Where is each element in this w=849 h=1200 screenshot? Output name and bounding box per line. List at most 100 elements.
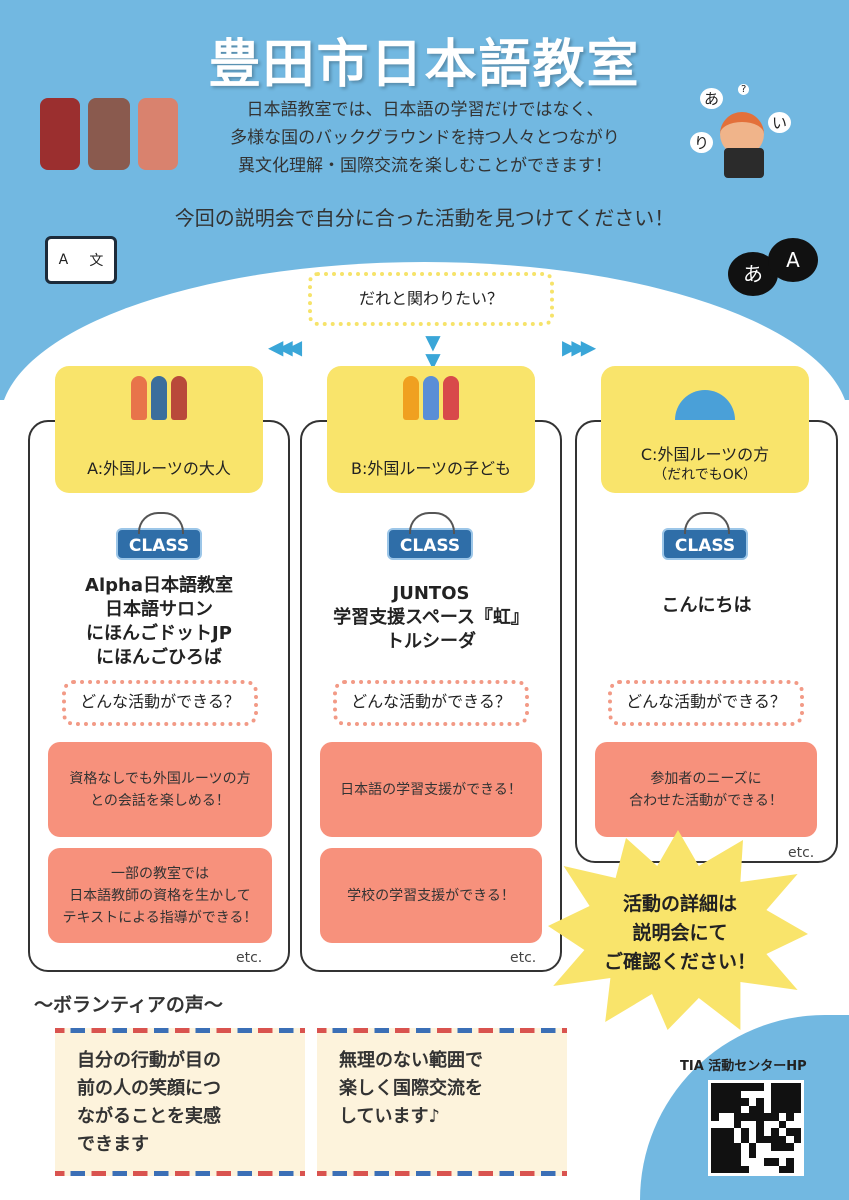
- qr-module: [778, 1098, 786, 1106]
- activity-question: どんな活動ができる？: [62, 680, 258, 726]
- qr-module: [733, 1083, 741, 1091]
- qr-module: [741, 1113, 749, 1121]
- qr-module: [786, 1158, 794, 1166]
- qr-module: [733, 1120, 741, 1128]
- qr-module: [786, 1165, 794, 1173]
- qr-module: [771, 1135, 779, 1143]
- qr-module: [786, 1098, 794, 1106]
- class-sign: CLASS: [662, 512, 748, 560]
- qr-module: [711, 1120, 719, 1128]
- qr-module: [748, 1098, 756, 1106]
- column-c-title-line: C:外国ルーツの方: [640, 445, 770, 464]
- intro-text: 日本語教室では、日本語の学習だけではなく、 多様な国のバックグラウンドを持つ人々…: [180, 96, 670, 180]
- qr-code[interactable]: [708, 1080, 804, 1176]
- lead-text: 今回の説明会で自分に合った活動を見つけてください！: [174, 206, 675, 230]
- qr-module: [763, 1143, 771, 1151]
- activity-item: 日本語の学習支援ができる！: [320, 742, 542, 837]
- speech-bubbles-icon: あ A: [728, 238, 818, 298]
- arrow-right-icon: ▶▶▶: [562, 335, 596, 359]
- qr-module: [711, 1113, 719, 1121]
- qr-module: [756, 1150, 764, 1158]
- qr-module: [741, 1165, 749, 1173]
- qr-module: [771, 1128, 779, 1136]
- qr-module: [718, 1083, 726, 1091]
- qr-module: [718, 1165, 726, 1173]
- class-name: JUNTOS: [392, 583, 470, 604]
- qr-module: [763, 1165, 771, 1173]
- qr-module: [763, 1150, 771, 1158]
- column-a-classes: Alpha日本語教室 日本語サロン にほんごドットJP にほんごひろば: [30, 574, 288, 670]
- qr-module: [756, 1083, 764, 1091]
- qr-module: [756, 1098, 764, 1106]
- class-name: にほんごドットJP: [86, 623, 232, 644]
- qr-module: [793, 1150, 801, 1158]
- page-title: 豊田市日本語教室: [208, 35, 641, 95]
- adults-illustration: [131, 376, 187, 420]
- column-a-header: A:外国ルーツの大人: [55, 366, 263, 493]
- kana-bubble: り: [690, 132, 714, 153]
- qr-module: [763, 1135, 771, 1143]
- qr-module: [793, 1090, 801, 1098]
- starburst-text: 活動の詳細は 説明会にて ご確認ください！: [585, 890, 775, 977]
- bubble-hiragana: あ: [728, 252, 778, 296]
- book-letter: A: [58, 252, 69, 268]
- qr-module: [756, 1165, 764, 1173]
- column-c-title: C:外国ルーツの方 （だれでもOK）: [601, 445, 809, 485]
- kana-bubble: ?: [738, 84, 750, 95]
- qr-module: [718, 1090, 726, 1098]
- column-b-header: B:外国ルーツの子ども: [327, 366, 535, 493]
- qr-label: TIA 活動センターHP: [680, 1059, 807, 1074]
- qr-module: [718, 1128, 726, 1136]
- qr-module: [763, 1120, 771, 1128]
- qr-module: [786, 1090, 794, 1098]
- qr-module: [748, 1113, 756, 1121]
- qr-module: [793, 1113, 801, 1121]
- column-a-title: A:外国ルーツの大人: [87, 459, 231, 478]
- qr-module: [726, 1098, 734, 1106]
- qr-module: [793, 1098, 801, 1106]
- intro-line: 異文化理解・国際交流を楽しむことができます！: [238, 156, 612, 176]
- qr-module: [726, 1105, 734, 1113]
- qr-module: [748, 1135, 756, 1143]
- world-people-illustration: [675, 376, 735, 420]
- qr-module: [756, 1120, 764, 1128]
- activity-question: どんな活動ができる？: [333, 680, 529, 726]
- qr-module: [763, 1128, 771, 1136]
- qr-module: [778, 1143, 786, 1151]
- voices-title: ～ボランティアの声～: [34, 994, 223, 1016]
- class-sign: CLASS: [116, 512, 202, 560]
- column-b-title: B:外国ルーツの子ども: [350, 459, 512, 478]
- child-reading-illustration: あ ? い り: [690, 82, 800, 182]
- qr-module: [763, 1158, 771, 1166]
- etc-label: etc.: [510, 950, 537, 966]
- qr-module: [778, 1165, 786, 1173]
- qr-module: [778, 1105, 786, 1113]
- qr-module: [718, 1150, 726, 1158]
- qr-module: [756, 1090, 764, 1098]
- qr-module: [748, 1143, 756, 1151]
- qr-module: [763, 1113, 771, 1121]
- qr-module: [726, 1150, 734, 1158]
- qr-module: [711, 1165, 719, 1173]
- qr-module: [756, 1113, 764, 1121]
- qr-module: [733, 1128, 741, 1136]
- qr-module: [771, 1120, 779, 1128]
- qr-module: [711, 1135, 719, 1143]
- qr-module: [778, 1120, 786, 1128]
- qr-module: [771, 1090, 779, 1098]
- qr-module: [748, 1150, 756, 1158]
- qr-module: [748, 1158, 756, 1166]
- qr-module: [793, 1083, 801, 1091]
- qr-module: [726, 1090, 734, 1098]
- qr-module: [786, 1113, 794, 1121]
- qr-module: [786, 1083, 794, 1091]
- qr-module: [778, 1128, 786, 1136]
- qr-module: [793, 1135, 801, 1143]
- qr-module: [786, 1135, 794, 1143]
- qr-module: [778, 1090, 786, 1098]
- starburst-line: 活動の詳細は: [622, 893, 737, 915]
- qr-module: [763, 1098, 771, 1106]
- qr-module: [778, 1158, 786, 1166]
- qr-module: [733, 1165, 741, 1173]
